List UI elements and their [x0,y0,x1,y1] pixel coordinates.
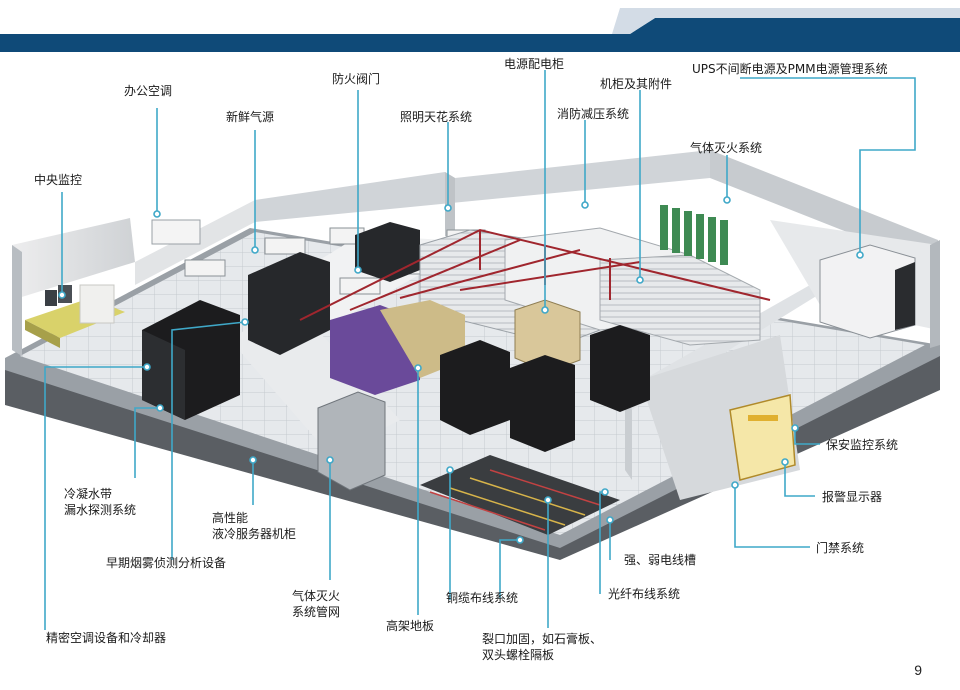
gas-pipe-network [299,228,771,321]
page-number: 9 [914,662,922,678]
label-alarm-display: 报警显示器 [822,490,883,504]
header-banner [0,8,960,52]
label-fire-pressure-relief: 消防减压系统 [557,107,630,121]
label-hp-line2: 液冷服务器机柜 [212,527,297,541]
label-condensate-line2: 漏水探测系统 [64,503,137,517]
office-desk [25,284,125,348]
label-strong-weak-tray: 强、弱电线槽 [624,553,697,567]
label-access-control: 门禁系统 [816,541,865,555]
label-early-smoke: 早期烟雾侦测分析设备 [106,556,227,570]
label-hp-liquid-cooling: 高性能 液冷服务器机柜 [212,510,296,542]
label-power-cabinet: 电源配电柜 [504,57,565,71]
label-fresh-air: 新鲜气源 [226,110,275,124]
office-ac-unit [151,219,201,245]
back-wall [255,150,710,222]
label-security-monitor: 保安监控系统 [826,438,899,452]
label-rack-accessories: 机柜及其附件 [600,77,673,91]
label-hp-line1: 高性能 [212,511,249,525]
label-condensate-line1: 冷凝水带 [64,487,113,501]
leader-dots [58,196,864,544]
label-precision-ac: 精密空调设备和冷却器 [46,631,167,645]
label-office-ac: 办公空调 [124,84,173,98]
label-crack-line1: 裂口加固，如石膏板、 [482,632,603,646]
label-fire-valve: 防火阀门 [332,72,381,86]
label-gas-fire-system: 气体灭火系统 [690,141,763,155]
leader-lines [44,70,916,630]
gas-cylinders [660,205,728,265]
label-gas-pipe-line2: 系统管网 [292,605,341,619]
label-condensate-leak: 冷凝水带 漏水探测系统 [64,486,136,518]
label-central-monitor: 中央监控 [34,173,83,187]
label-ups-pmm: UPS不间断电源及PMM电源管理系统 [692,62,888,76]
label-gas-pipe-line1: 气体灭火 [292,589,341,603]
label-lighting-ceiling: 照明天花系统 [400,110,473,124]
liquid-cooled-cabinets [440,325,650,452]
label-crack-reinforcement: 裂口加固，如石膏板、 双头螺栓隔板 [482,631,602,663]
label-raised-floor: 高架地板 [386,619,435,633]
label-gas-pipe-network: 气体灭火 系统管网 [292,588,340,620]
label-fiber-cabling: 光纤布线系统 [608,587,681,601]
label-copper-cabling: 铜缆布线系统 [446,591,519,605]
label-crack-line2: 双头螺栓隔板 [482,648,555,662]
